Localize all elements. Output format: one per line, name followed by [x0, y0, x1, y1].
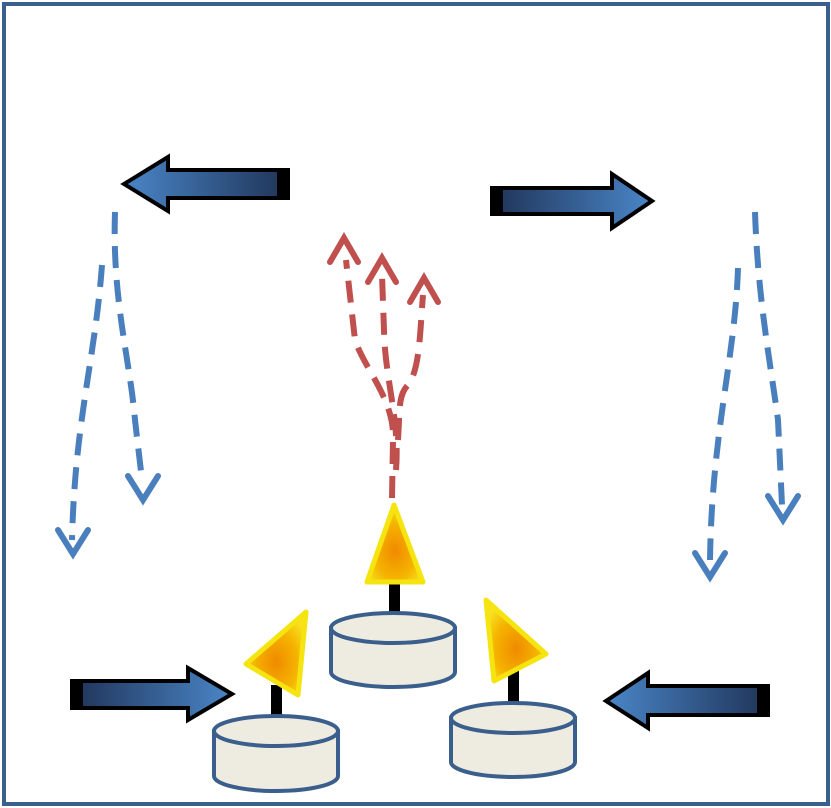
wick: [508, 670, 519, 706]
wick: [271, 685, 282, 717]
outflow-arrow-right: [490, 170, 656, 232]
cool-air-stream: [111, 211, 145, 481]
candle-left: [212, 609, 340, 793]
cool-air-streams-right: [707, 211, 785, 561]
up-arrowhead-icon: [407, 272, 441, 305]
wick: [389, 583, 400, 615]
down-arrowhead-icon: [55, 527, 91, 560]
cool-air-stream: [707, 267, 741, 561]
hot-air-stream: [395, 294, 426, 441]
flame-icon: [364, 502, 426, 585]
hot-air-stream: [343, 259, 397, 499]
candle-center: [329, 502, 457, 689]
cool-air-stream: [752, 211, 785, 506]
hot-air-streams: [343, 259, 426, 499]
cool-air-streams-left: [69, 211, 145, 541]
down-arrowhead-icon: [692, 550, 728, 583]
cool-air-stream: [69, 264, 105, 541]
flame-icon: [483, 597, 549, 684]
outflow-arrow-left: [120, 153, 290, 215]
down-arrowhead-icon: [765, 493, 801, 526]
inflow-arrow-right: [602, 669, 770, 732]
up-arrowhead-icon: [365, 252, 399, 285]
hot-air-arrowheads: [327, 232, 441, 305]
candle-right: [449, 597, 577, 779]
cool-air-arrowheads-left: [55, 473, 161, 560]
down-arrowhead-icon: [125, 473, 161, 506]
cool-air-arrowheads-right: [692, 493, 801, 583]
flame-icon: [243, 609, 309, 698]
inflow-arrow-left: [70, 664, 236, 724]
up-arrowhead-icon: [327, 232, 361, 265]
hot-air-stream: [379, 274, 400, 471]
